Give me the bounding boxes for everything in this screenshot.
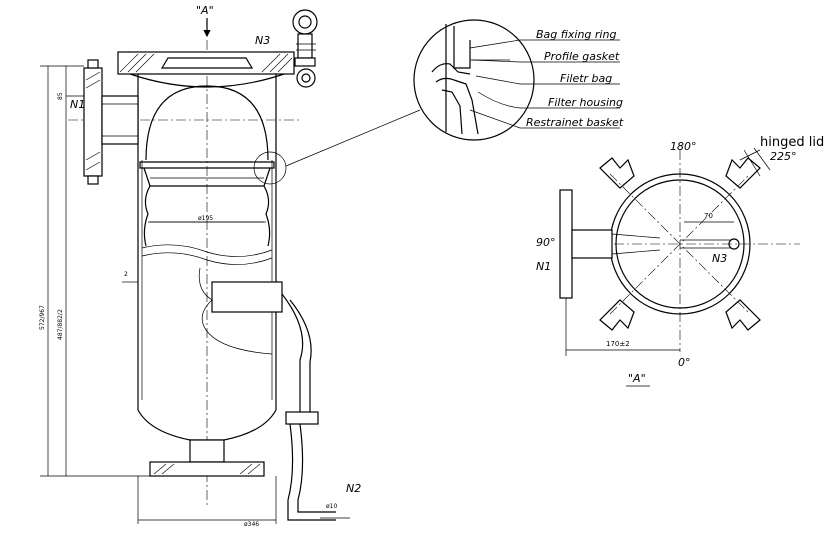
hinged-lid-label: hinged lid (760, 135, 824, 150)
dim-height-total: 572/967 (39, 305, 46, 330)
plan-lugs (599, 147, 771, 331)
plan-n3-hole (728, 238, 740, 250)
basket-right (263, 185, 271, 247)
plan-inner-circle (615, 179, 745, 309)
hinge-eyebolt (292, 9, 318, 88)
callout-filter-housing: Filter housing (548, 96, 623, 109)
n1-inlet-nozzle (83, 59, 139, 185)
view-caption: "A" (628, 372, 646, 385)
dim-basket-dia: ø195 (198, 215, 213, 222)
callout-leaders (469, 39, 620, 129)
n3-label-side: N3 (255, 34, 270, 47)
n2-label: N2 (346, 482, 361, 495)
detail-circle (253, 151, 287, 185)
break-line-upper-2 (141, 252, 273, 265)
dim-wall: 2 (124, 271, 128, 278)
plan-n1-flange (559, 189, 573, 299)
callout-filter-bag: Filetr bag (560, 72, 612, 85)
angle-225: 225° (770, 150, 797, 163)
bottom-outlet (189, 439, 225, 463)
dimension-lines (40, 65, 350, 524)
bottom-flange-hatch (153, 463, 261, 475)
detail-outline (413, 19, 535, 141)
plan-view (559, 147, 800, 356)
break-line-upper (141, 244, 273, 257)
basket-left (143, 185, 151, 247)
bag-ring (139, 151, 287, 187)
dim-70: 70 (704, 212, 713, 220)
dim-base-dia: ø346 (244, 521, 259, 528)
dim-top-offset: 85 (57, 92, 64, 100)
callout-bag-fixing-ring: Bag fixing ring (536, 28, 616, 41)
bag-dome (145, 85, 269, 161)
callout-profile-gasket: Profile gasket (544, 50, 620, 63)
n2-outlet-pipe (281, 293, 336, 521)
cover-hatching (119, 53, 293, 73)
n1-label-plan: N1 (536, 260, 551, 273)
dim-height-inner: 487/882/2 (57, 309, 64, 340)
dim-drain-dia: ø10 (326, 503, 337, 510)
n2-stub (211, 281, 283, 313)
dim-170: 170±2 (606, 340, 630, 348)
callout-restraint-basket: Restrainet basket (526, 116, 624, 129)
break-line-lower (198, 267, 273, 355)
detail-leader (285, 109, 421, 167)
angle-90: 90° (536, 236, 556, 249)
cover-recess (160, 57, 254, 69)
bottom-flange (149, 461, 265, 477)
n3-label-plan: N3 (712, 252, 727, 265)
angle-0: 0° (678, 356, 691, 369)
cover-curve (129, 73, 285, 88)
n1-label-side: N1 (70, 98, 85, 111)
detail-view (285, 19, 620, 167)
angle-180: 180° (670, 140, 697, 153)
side-view (40, 9, 350, 524)
view-marker: "A" (196, 4, 214, 17)
